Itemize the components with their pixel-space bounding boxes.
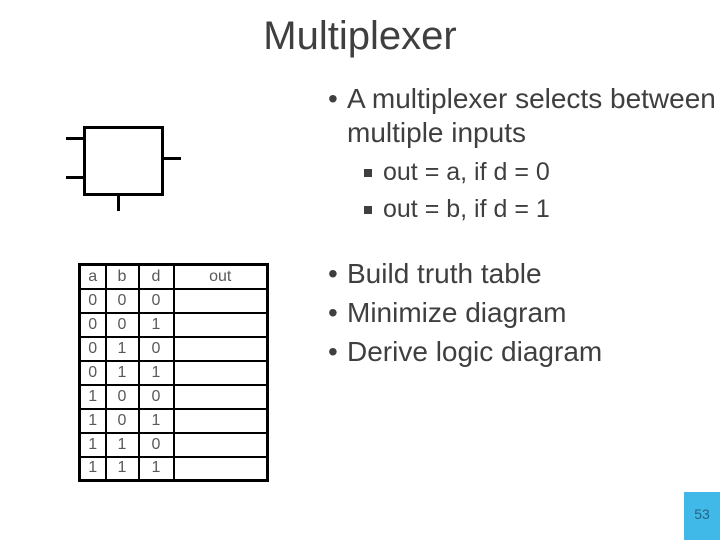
- page-number: 53: [694, 506, 710, 522]
- cell-b: 0: [104, 383, 140, 410]
- cell-a: 0: [78, 335, 107, 362]
- cell-b: 1: [104, 335, 140, 362]
- square-bullet-icon: [364, 206, 372, 214]
- cell-d: 0: [137, 431, 175, 458]
- cell-a: 0: [78, 287, 107, 314]
- cell-a: 1: [78, 431, 107, 458]
- mux-input-b-line: [66, 176, 84, 179]
- bullet-dot-icon: •: [328, 336, 338, 367]
- cell-out: [172, 359, 269, 386]
- mux-input-a-line: [66, 137, 84, 140]
- column-header: d: [137, 263, 175, 290]
- bullet-dot-icon: •: [328, 83, 338, 114]
- cell-out: [172, 311, 269, 338]
- cell-out: [172, 455, 269, 482]
- cell-out: [172, 407, 269, 434]
- list-item: out = a, if d = 0: [364, 157, 716, 194]
- bullet-dot-icon: •: [328, 258, 338, 289]
- cell-out: [172, 287, 269, 314]
- sub-bullet-list: out = a, if d = 0 out = b, if d = 1: [320, 157, 716, 231]
- table-row: 0 1 0: [78, 335, 269, 362]
- cell-b: 0: [104, 407, 140, 434]
- bullet-text: Minimize diagram: [347, 297, 567, 328]
- list-item: • Minimize diagram: [320, 295, 720, 334]
- cell-b: 0: [104, 311, 140, 338]
- column-header: out: [172, 263, 269, 290]
- cell-d: 1: [137, 455, 175, 482]
- cell-a: 1: [78, 383, 107, 410]
- cell-a: 1: [78, 407, 107, 434]
- sub-bullet-text: out = a, if d = 0: [383, 158, 550, 186]
- column-header: a: [78, 263, 107, 290]
- slide-title: Multiplexer: [263, 14, 457, 58]
- list-item: out = b, if d = 1: [364, 194, 716, 231]
- table-row: 0 0 0: [78, 287, 269, 314]
- list-item: • A multiplexer selects between multiple…: [320, 82, 716, 150]
- cell-a: 0: [78, 311, 107, 338]
- list-item: • Build truth table: [320, 256, 720, 295]
- cell-d: 1: [137, 359, 175, 386]
- list-item: • Derive logic diagram: [320, 334, 720, 373]
- cell-a: 1: [78, 455, 107, 482]
- table-row: 1 0 1: [78, 407, 269, 434]
- bullet-dot-icon: •: [328, 297, 338, 328]
- mux-output-line: [163, 157, 181, 160]
- cell-d: 1: [137, 311, 175, 338]
- cell-a: 0: [78, 359, 107, 386]
- cell-b: 1: [104, 455, 140, 482]
- bullet-text: Derive logic diagram: [347, 336, 603, 367]
- sub-bullet-text: out = b, if d = 1: [383, 195, 550, 223]
- page-number-box: 53: [684, 492, 720, 540]
- table-row: 1 0 0: [78, 383, 269, 410]
- cell-d: 0: [137, 335, 175, 362]
- cell-b: 1: [104, 431, 140, 458]
- cell-b: 0: [104, 287, 140, 314]
- bullet-block-description: • A multiplexer selects between multiple…: [320, 82, 716, 231]
- cell-b: 1: [104, 359, 140, 386]
- bullet-block-tasks: • Build truth table • Minimize diagram •…: [320, 256, 720, 373]
- bullet-text: A multiplexer selects between multiple i…: [347, 83, 716, 148]
- square-bullet-icon: [364, 169, 372, 177]
- cell-d: 0: [137, 383, 175, 410]
- mux-body: [83, 126, 164, 196]
- table-row: 0 0 1: [78, 311, 269, 338]
- cell-out: [172, 335, 269, 362]
- column-header: b: [104, 263, 140, 290]
- table-row: 1 1 1: [78, 455, 269, 482]
- table-row: 0 1 1: [78, 359, 269, 386]
- cell-d: 0: [137, 287, 175, 314]
- cell-out: [172, 431, 269, 458]
- bullet-text: Build truth table: [347, 258, 542, 289]
- mux-select-line: [117, 195, 120, 211]
- cell-out: [172, 383, 269, 410]
- cell-d: 1: [137, 407, 175, 434]
- table-header-row: a b d out: [78, 263, 269, 290]
- table-row: 1 1 0: [78, 431, 269, 458]
- truth-table: a b d out 0 0 0 0 0 1 0 1 0: [78, 263, 269, 482]
